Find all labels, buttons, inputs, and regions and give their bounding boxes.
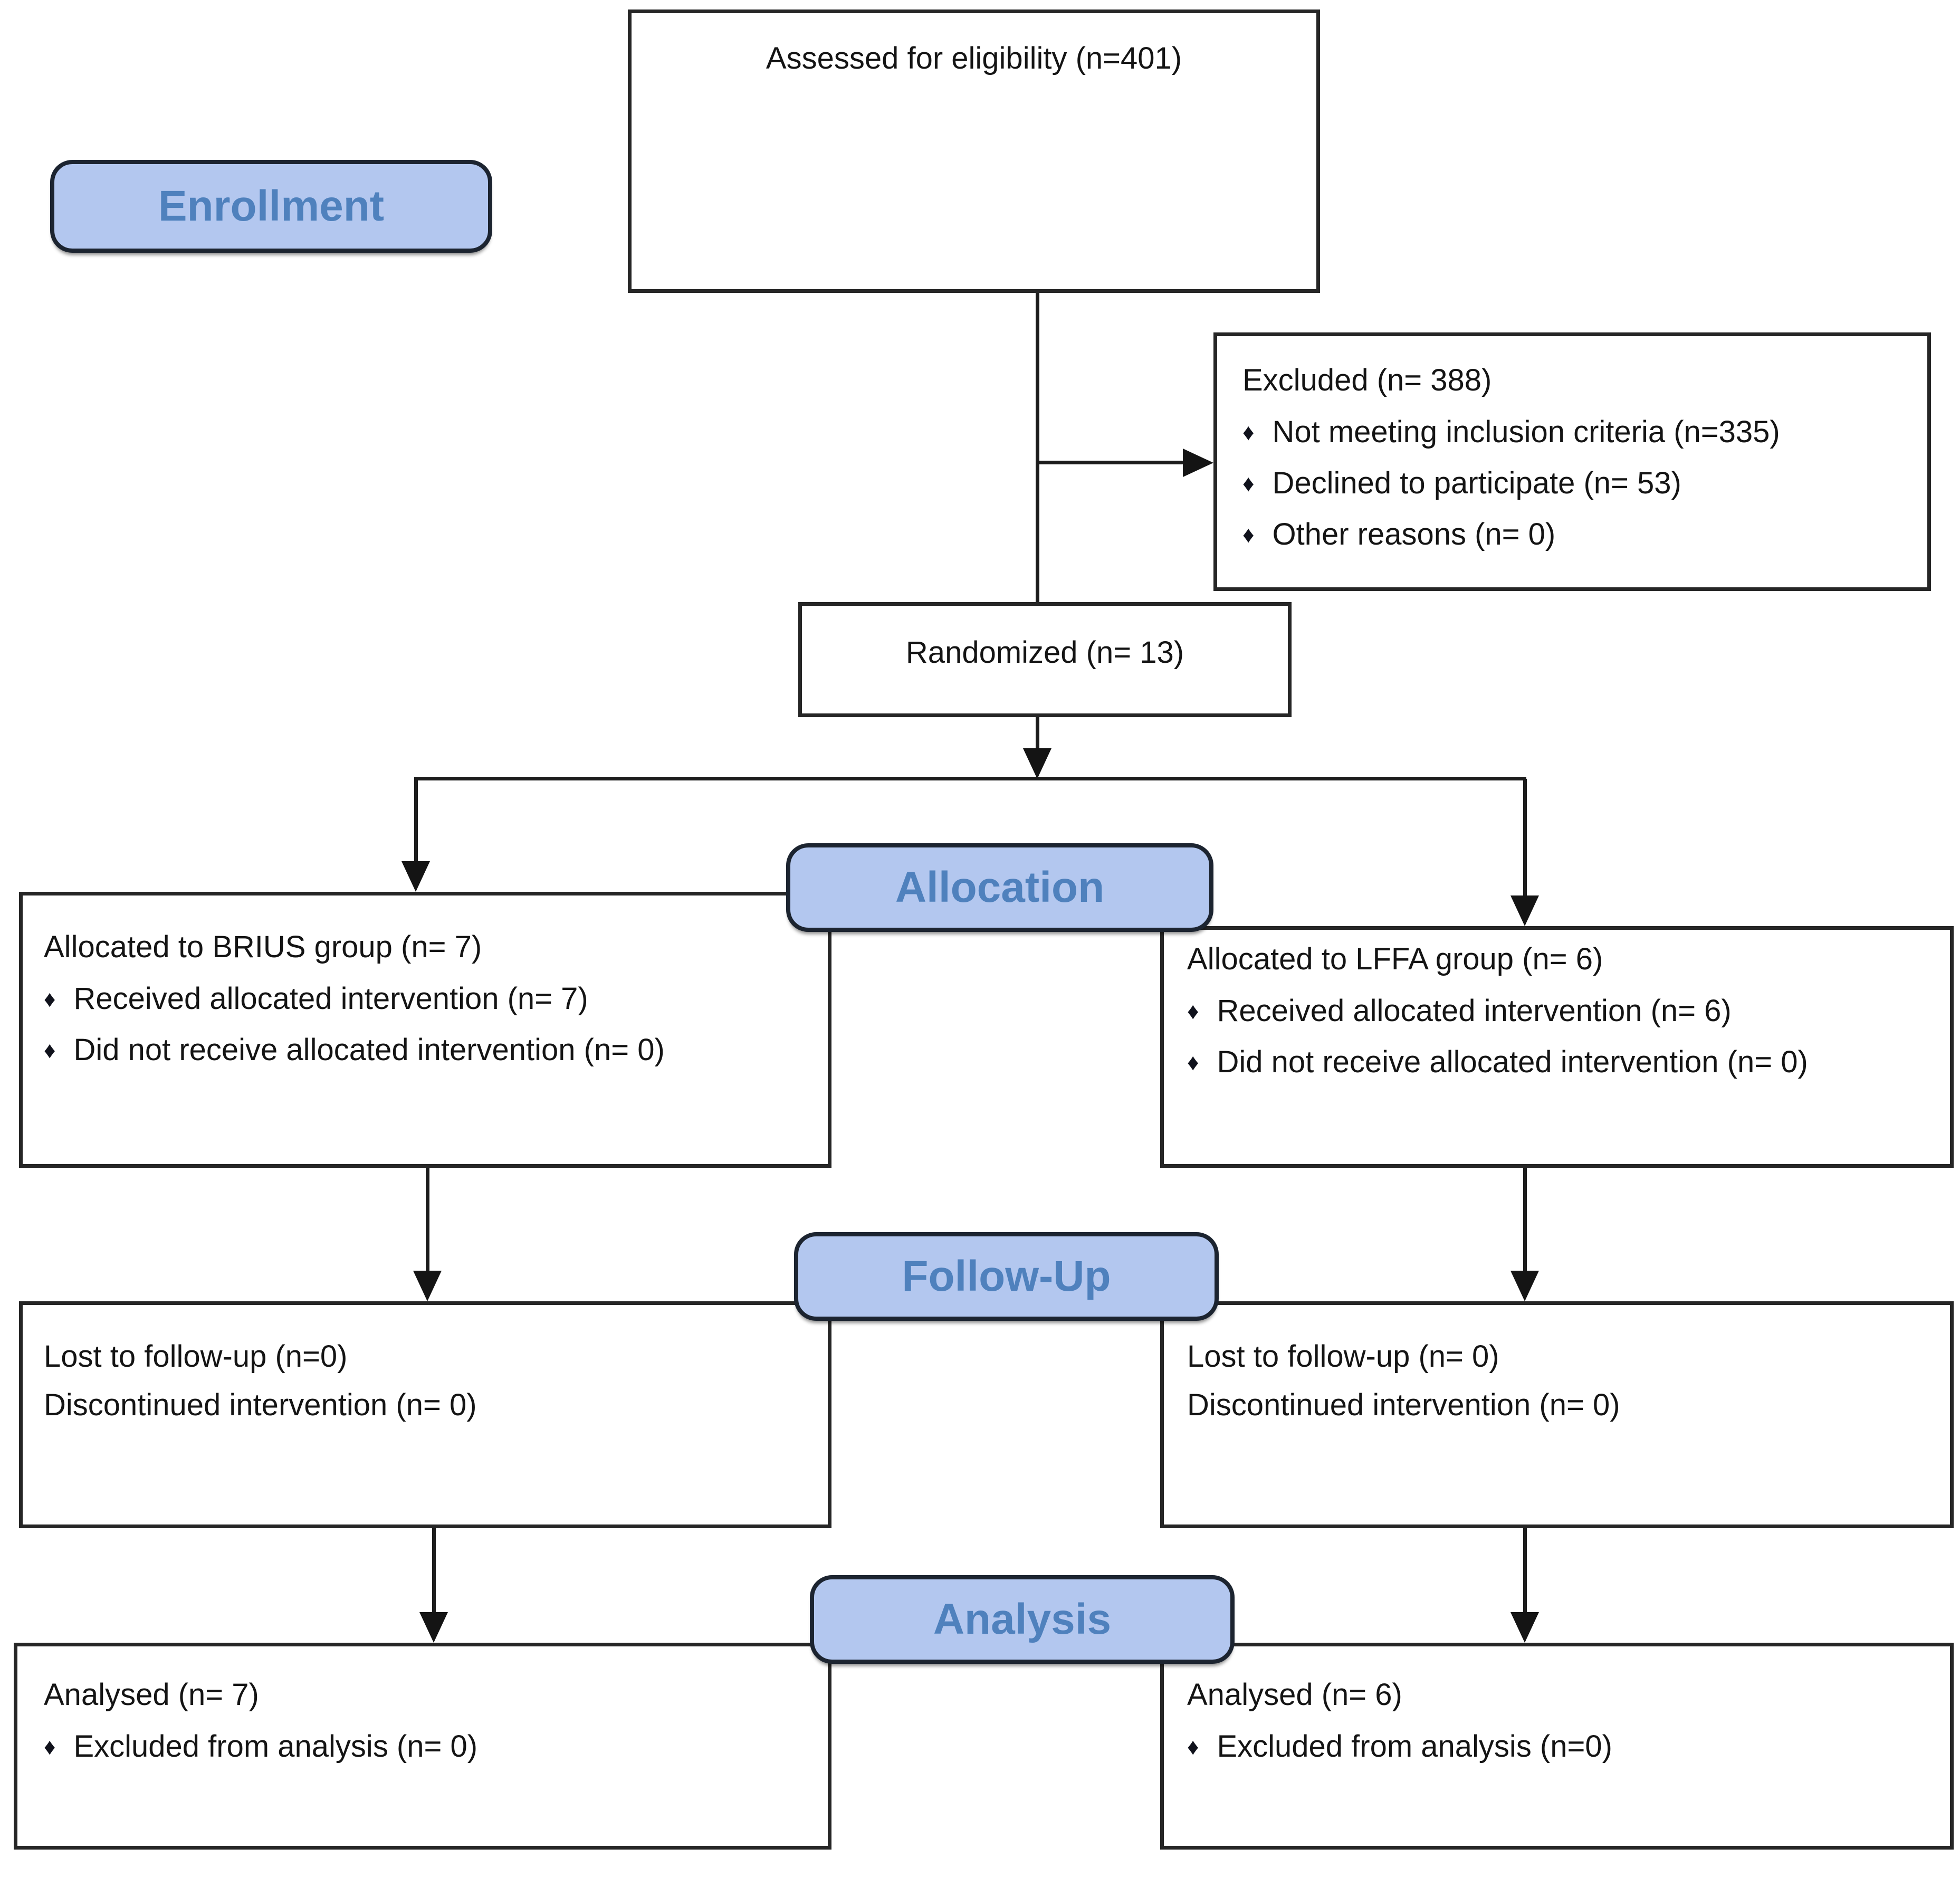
list-item: Lost to follow-up (n=0) (44, 1332, 823, 1381)
analysed-left-title: Analysed (n= 7) (44, 1678, 259, 1712)
excluded-title: Excluded (n= 388) (1242, 363, 1492, 397)
diamond-bullet-icon: ♦ (44, 1037, 56, 1063)
allocated-lffa-title: Allocated to LFFA group (n= 6) (1187, 942, 1603, 976)
list-item: ♦ Excluded from analysis (n= 0) (44, 1722, 823, 1774)
randomized-title: Randomized (n= 13) (905, 635, 1184, 670)
list-item-text: Excluded from analysis (n=0) (1217, 1729, 1612, 1764)
list-item: ♦ Did not receive allocated intervention … (44, 1026, 823, 1077)
assessed-title: Assessed for eligibility (n=401) (766, 41, 1182, 75)
connector-line (414, 779, 418, 861)
allocated-lffa-box: Allocated to LFFA group (n= 6) ♦ Received… (1160, 926, 1954, 1168)
allocated-brius-bullet-list: ♦Received allocated intervention (n= 7)♦… (44, 975, 823, 1077)
diamond-bullet-icon: ♦ (1187, 1734, 1199, 1760)
connector-line (1036, 293, 1039, 602)
list-item-text: Received allocated intervention (n= 6) (1217, 994, 1732, 1028)
analysed-right-bullet-list: ♦ Excluded from analysis (n=0) (1187, 1722, 1945, 1774)
diamond-bullet-icon: ♦ (44, 986, 56, 1012)
analysed-left-box: Analysed (n= 7) ♦ Excluded from analysis … (14, 1643, 831, 1850)
arrow-down-icon (1510, 1271, 1539, 1301)
assessed-box: Assessed for eligibility (n=401) (628, 9, 1320, 293)
allocated-brius-title: Allocated to BRIUS group (n= 7) (44, 930, 482, 964)
list-item: Discontinued intervention (n= 0) (44, 1381, 823, 1430)
connector-line (1036, 461, 1184, 464)
arrow-down-icon (1510, 1612, 1539, 1643)
diamond-bullet-icon: ♦ (1187, 998, 1199, 1024)
list-item: ♦ Declined to participate (n= 53) (1242, 459, 1917, 510)
followup-right-box: Lost to follow-up (n= 0) Discontinued int… (1160, 1301, 1954, 1528)
list-item-text: Discontinued intervention (n= 0) (44, 1388, 477, 1422)
list-item: ♦ Not meeting inclusion criteria (n=335) (1242, 408, 1917, 459)
list-item-text: Lost to follow-up (n=0) (44, 1339, 348, 1374)
followup-right-lines: Lost to follow-up (n= 0) Discontinued int… (1187, 1332, 1945, 1430)
diamond-bullet-icon: ♦ (1242, 522, 1255, 548)
arrow-down-icon (413, 1271, 442, 1301)
connector-line (426, 1168, 429, 1271)
list-item: Discontinued intervention (n= 0) (1187, 1381, 1945, 1430)
stage-label-enrollment: Enrollment (50, 160, 492, 253)
connector-line (414, 777, 1526, 780)
randomized-box: Randomized (n= 13) (798, 602, 1292, 717)
list-item: ♦ Received allocated intervention (n= 6) (1187, 987, 1945, 1038)
list-item: ♦ Other reasons (n= 0) (1242, 510, 1917, 561)
arrow-down-icon (401, 861, 430, 892)
diamond-bullet-icon: ♦ (1242, 420, 1255, 445)
stage-label-text: Enrollment (158, 182, 385, 230)
connector-line (1523, 1168, 1527, 1271)
diamond-bullet-icon: ♦ (1242, 471, 1255, 497)
connector-line (432, 1528, 436, 1612)
list-item-text: Discontinued intervention (n= 0) (1187, 1388, 1620, 1422)
diamond-bullet-icon: ♦ (44, 1734, 56, 1760)
list-item-text: Excluded from analysis (n= 0) (73, 1729, 478, 1764)
list-item-text: Declined to participate (n= 53) (1272, 466, 1681, 500)
connector-line (1036, 717, 1039, 749)
list-item: ♦ Did not receive allocated intervention … (1187, 1038, 1945, 1089)
list-item: ♦ Received allocated intervention (n= 7) (44, 975, 823, 1026)
excluded-bullet-list: ♦Not meeting inclusion criteria (n=335)♦… (1242, 408, 1917, 561)
stage-label-analysis: Analysis (810, 1575, 1235, 1664)
list-item-text: Not meeting inclusion criteria (n=335) (1272, 415, 1780, 449)
stage-label-text: Allocation (895, 863, 1105, 911)
allocated-lffa-bullet-list: ♦Received allocated intervention (n= 6)♦… (1187, 987, 1945, 1089)
stage-label-allocation: Allocation (786, 843, 1213, 932)
arrow-down-icon (1510, 895, 1539, 926)
list-item-text: Received allocated intervention (n= 7) (73, 982, 588, 1016)
arrow-right-icon (1183, 449, 1213, 477)
arrow-down-icon (419, 1612, 448, 1643)
allocated-brius-box: Allocated to BRIUS group (n= 7) ♦ Receive… (19, 892, 831, 1168)
excluded-box: Excluded (n= 388) ♦ Not meeting inclusion… (1213, 332, 1931, 591)
arrow-down-icon (1023, 748, 1051, 779)
analysed-right-box: Analysed (n= 6) ♦ Excluded from analysis … (1160, 1643, 1954, 1850)
list-item: ♦ Excluded from analysis (n=0) (1187, 1722, 1945, 1774)
followup-left-box: Lost to follow-up (n=0) Discontinued inte… (19, 1301, 831, 1528)
stage-label-text: Follow-Up (902, 1252, 1111, 1300)
list-item-text: Did not receive allocated intervention (… (1217, 1045, 1808, 1079)
stage-label-text: Analysis (933, 1595, 1112, 1643)
connector-line (1523, 1528, 1527, 1612)
analysed-right-title: Analysed (n= 6) (1187, 1678, 1402, 1712)
list-item-text: Lost to follow-up (n= 0) (1187, 1339, 1499, 1374)
diamond-bullet-icon: ♦ (1187, 1050, 1199, 1075)
list-item-text: Did not receive allocated intervention (… (73, 1033, 665, 1067)
list-item-text: Other reasons (n= 0) (1272, 517, 1556, 551)
stage-label-followup: Follow-Up (794, 1232, 1219, 1321)
list-item: Lost to follow-up (n= 0) (1187, 1332, 1945, 1381)
followup-left-lines: Lost to follow-up (n=0) Discontinued inte… (44, 1332, 823, 1430)
analysed-left-bullet-list: ♦ Excluded from analysis (n= 0) (44, 1722, 823, 1774)
connector-line (1523, 779, 1527, 895)
